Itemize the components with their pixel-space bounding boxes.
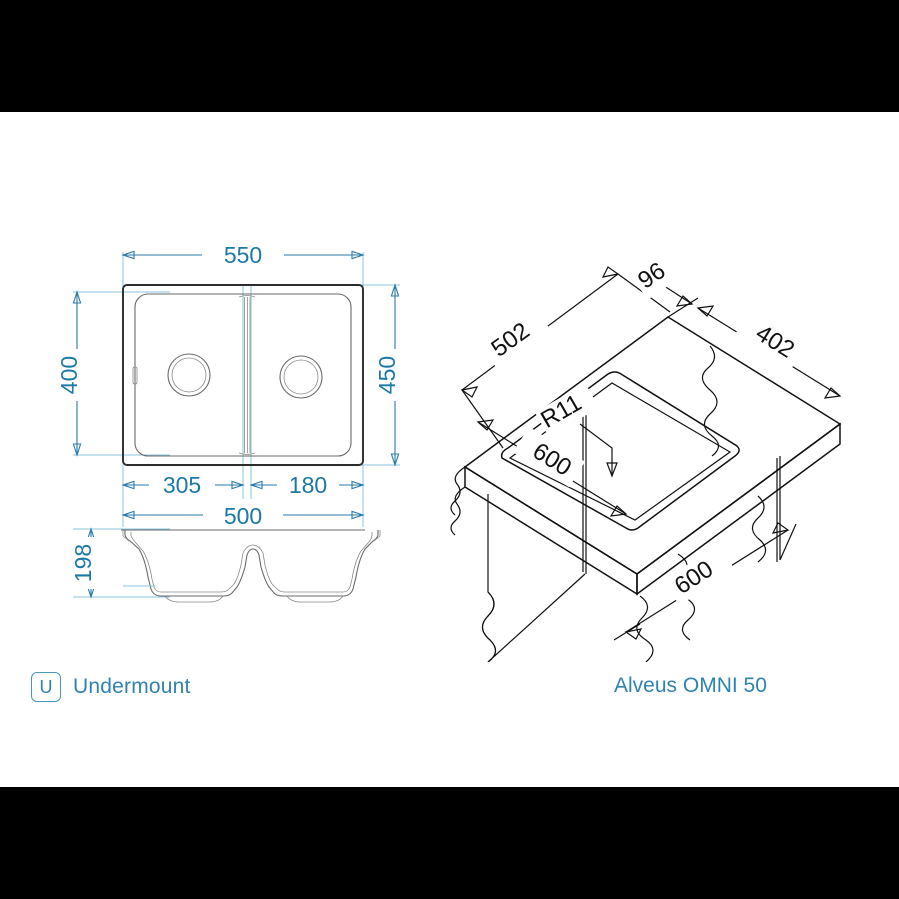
sink-section-outline [121, 529, 381, 603]
dimension-counter-depth-left: 600 [476, 419, 628, 517]
mount-type-label: U Undermount [31, 672, 191, 702]
dim-400-label: 400 [56, 356, 82, 394]
dimension-cutout-width: 402 [667, 297, 842, 399]
dim-305-label: 305 [163, 472, 201, 498]
dim-180-label: 180 [289, 472, 327, 498]
dim-500-label: 500 [224, 503, 262, 529]
bowl-divider [238, 295, 256, 455]
drain-right [279, 355, 323, 399]
undermount-icon-letter: U [39, 676, 53, 697]
dim-450-label: 450 [374, 356, 400, 394]
dimension-bowl-widths: 305 180 [121, 472, 365, 498]
countertop-slab [450, 316, 842, 596]
mount-type-text: Undermount [73, 675, 191, 698]
dimension-overall-width: 550 [121, 242, 365, 268]
dimension-overall-depth: 450 [374, 283, 408, 467]
dimension-edge-offset: 96 [633, 262, 694, 307]
overflow-slot [132, 366, 138, 385]
product-name-text: Alveus OMNI 50 [614, 674, 767, 697]
drain-left [167, 353, 211, 397]
dimension-bowl-depth: 400 [56, 290, 90, 457]
dimension-bowl-total-width: 500 [121, 502, 365, 529]
dimension-section-height: 198 [70, 527, 104, 599]
dim-550-label: 550 [224, 242, 262, 268]
sink-plan-outline [122, 284, 364, 466]
isometric-countertop-view: 502 96 402 [450, 262, 842, 662]
dim-198-label: 198 [70, 544, 96, 582]
dimension-counter-depth-right: 600 [613, 522, 797, 641]
letterbox-top [0, 0, 899, 112]
letterbox-bottom [0, 787, 899, 899]
plan-and-section-views: 550 400 450 [56, 242, 408, 603]
product-title: Alveus OMNI 50 [614, 674, 767, 698]
undermount-icon: U [31, 672, 61, 702]
technical-drawing-sheet: 550 400 450 [0, 112, 899, 787]
